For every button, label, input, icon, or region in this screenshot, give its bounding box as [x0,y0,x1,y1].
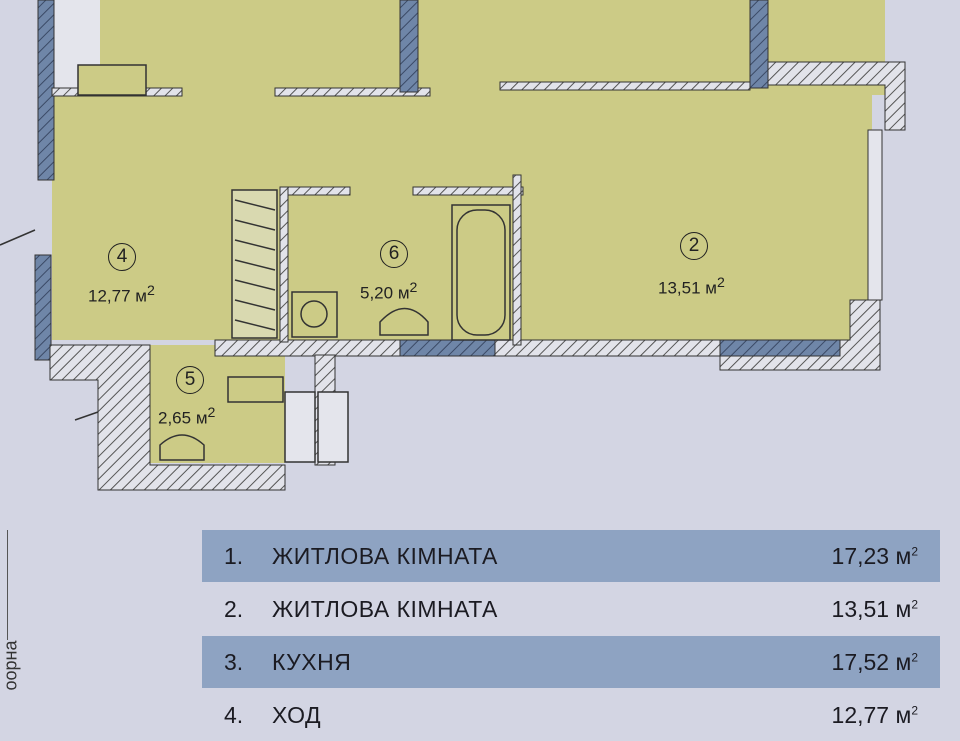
room-2-area: 13,51 м2 [658,275,725,299]
room-4-unit: м [135,286,147,306]
room-4-exp: 2 [146,283,155,299]
room-6-area-value: 5,20 [360,283,394,303]
fixtures [0,64,511,463]
row-area: 17,23 м2 [832,543,940,570]
floor-plan [0,0,906,491]
row-area: 17,52 м2 [832,649,940,676]
row-name: ХОД [272,701,322,728]
row-area-value: 17,23 м [831,542,912,569]
row-index: 3. [224,648,244,675]
row-area-value: 12,77 м [831,701,912,728]
room-5-number: 5 [176,366,204,394]
room-2-unit: м [705,278,717,298]
side-divider [7,530,8,640]
room-4-area: 12,77 м2 [88,283,155,307]
row-area: 12,77 м2 [832,702,940,729]
table-row: 1. ЖИТЛОВА КІМНАТА 17,23 м2 [202,530,940,582]
row-index: 1. [224,542,244,569]
row-index: 2. [224,595,244,622]
table-row: 3. КУХНЯ 17,52 м2 [202,636,940,688]
room-5-area: 2,65 м2 [158,405,215,429]
row-area: 13,51 м2 [832,596,940,623]
room-2-number: 2 [680,232,708,260]
side-text: оорна [0,640,21,691]
row-area-exp: 2 [911,596,918,611]
room-5-area-value: 2,65 [158,408,192,428]
row-area-exp: 2 [911,649,918,664]
room-6-area: 5,20 м2 [360,280,417,304]
walls [34,0,906,491]
room-5-exp: 2 [207,405,216,421]
row-area-exp: 2 [911,702,918,717]
row-area-value: 17,52 м [831,648,912,675]
row-name: ЖИТЛОВА КІМНАТА [272,595,498,622]
row-index: 4. [224,701,244,728]
table-row: 4. ХОД 12,77 м2 [202,689,940,741]
room-6-unit: м [397,283,410,303]
room-4-number: 4 [108,243,136,271]
table-row: 2. ЖИТЛОВА КІМНАТА 13,51 м2 [202,583,940,635]
row-name: ЖИТЛОВА КІМНАТА [272,542,498,569]
row-area-exp: 2 [911,543,918,558]
row-name: КУХНЯ [272,648,352,675]
row-area-value: 13,51 м [831,595,912,622]
room-6-number: 6 [380,240,408,268]
room-2-area-value: 13,51 [658,278,701,298]
room-5-unit: м [195,408,208,428]
room-2-exp: 2 [716,275,725,291]
room-4-area-value: 12,77 [88,286,131,306]
room-6-exp: 2 [409,280,418,296]
